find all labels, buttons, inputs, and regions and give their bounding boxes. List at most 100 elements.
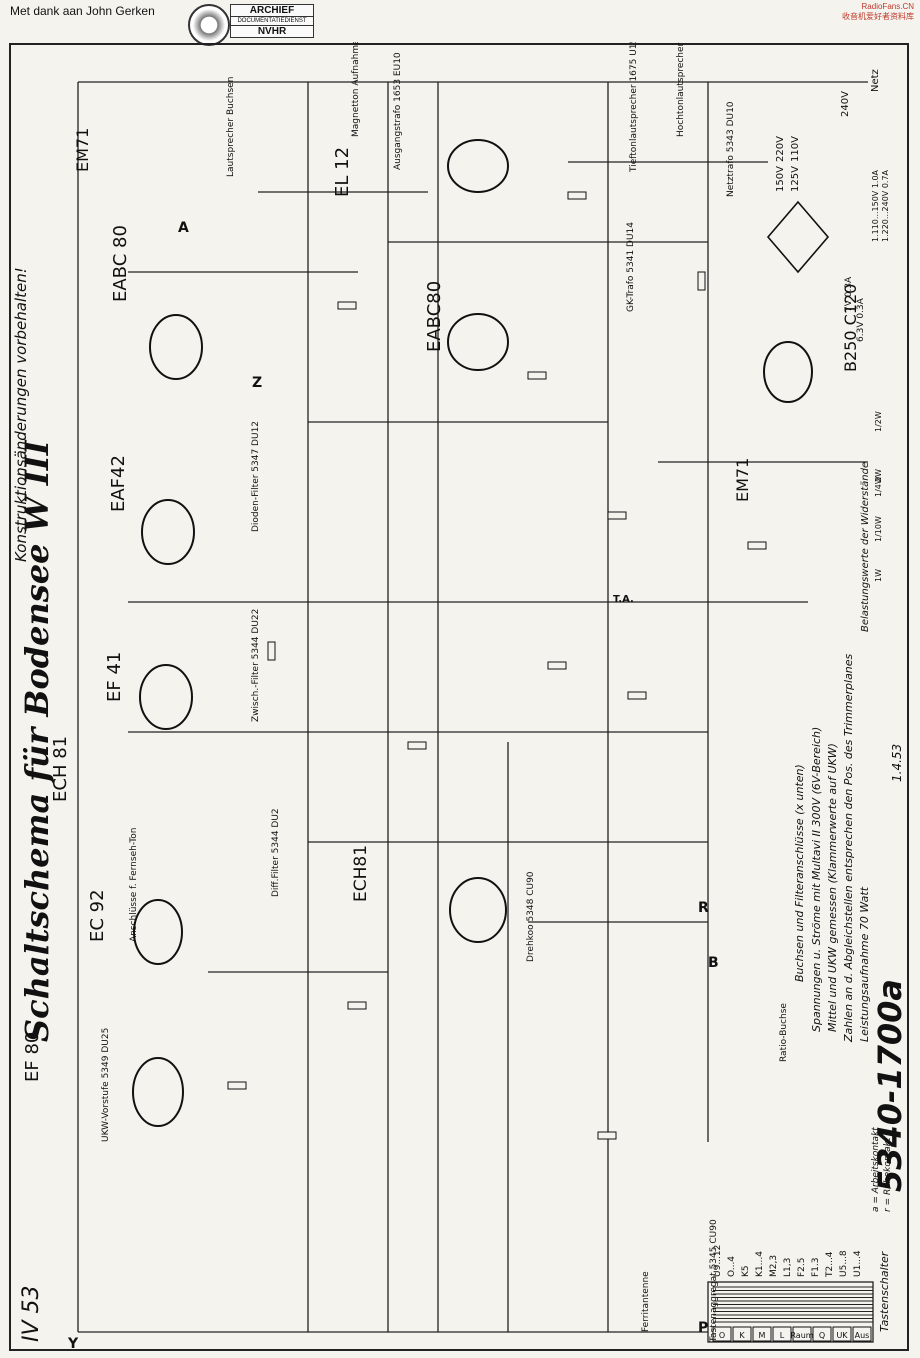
term-z: Z — [252, 375, 262, 391]
tube-label-el12: EL 12 — [332, 147, 353, 197]
note-hochton: Hochtonlautsprecher 5238 U8 — [676, 42, 686, 137]
key-button — [732, 1326, 752, 1342]
key-button — [812, 1326, 832, 1342]
tube-label-eabc80b: EABC80 — [424, 281, 445, 352]
note-diff-filter: Diff.Filter 5344 DU2 — [271, 808, 281, 897]
note-ferritantenne: Ferritantenne — [641, 1271, 651, 1332]
tube-label-eaf42: EAF42 — [108, 455, 129, 512]
resistor — [227, 1081, 247, 1090]
tasten-label: Tastenschalter — [878, 1250, 891, 1332]
watt-5: 2W — [874, 469, 883, 482]
note-tastenaggregat: Tastenaggregat 5345 CU90 — [709, 1219, 719, 1343]
mains-240: 240V — [840, 91, 851, 117]
tube-label-eabc80a: EABC 80 — [110, 225, 131, 302]
switch-row-label: M2,3 — [769, 1255, 779, 1277]
drawing-number: 5340-1700a — [871, 979, 909, 1192]
resistor — [337, 301, 357, 310]
rectifier-b250c120: B250 C120 — [766, 200, 860, 372]
mains-labels: Netz 240V 220V 150V 125V 110V 1.110...15… — [775, 69, 890, 342]
key-button-label: UK — [836, 1331, 848, 1340]
key-button — [852, 1326, 872, 1342]
resistor — [567, 191, 587, 200]
tube-em71: EM71 EM71 — [73, 128, 813, 502]
mains-150: 150V — [775, 166, 786, 192]
fuse-1: 1.110...150V 1.0A — [871, 169, 880, 242]
tube-ec92: EC 92 — [87, 889, 183, 965]
switch-row-label: K1...4 — [755, 1251, 765, 1277]
note-ukw-vorstufe: UKW-Vorstufe 5349 DU25 — [101, 1028, 111, 1142]
schematic-title: Schaltschema für Bodensee W III — [18, 439, 56, 1042]
note-dioden-filter: Dioden-Filter 5347 DU12 — [251, 421, 261, 532]
note-tiefton: Tieftonlautsprecher 1675 U15 — [629, 42, 639, 173]
note-zwisch-filter: Zwisch.-Filter 5344 DU22 — [251, 609, 261, 722]
resistor — [547, 661, 567, 670]
switch-row-label: T2...4 — [825, 1251, 835, 1278]
tube-eaf42: EAF42 — [108, 455, 195, 565]
site-name: RadioFans.CN — [861, 2, 914, 11]
key-button-label: Aus — [855, 1331, 870, 1340]
measurement-notes: Buchsen und Filteranschlüsse (x unten) S… — [793, 462, 893, 1332]
note-magnetton: Magnetton Aufnahme — [351, 42, 361, 137]
credit-text: Met dank aan John Gerken — [10, 4, 155, 18]
resistor — [697, 271, 706, 291]
rectifier-label: B250 C120 — [841, 284, 860, 372]
key-button — [752, 1326, 772, 1342]
schematic-diagram: EF 80 EC 92 ECH 81 ECH81 EF 41 EAF42 EAB… — [9, 2, 909, 1352]
tube-ech81: ECH 81 ECH81 — [50, 736, 507, 943]
archive-line-1: ARCHIEF — [231, 5, 313, 17]
site-sub: 收音机爱好者资料库 — [842, 12, 914, 21]
switch-row-label: F1.3 — [811, 1258, 821, 1278]
note-fernseh: Anschlüsse f. Fernseh-Ton — [129, 828, 139, 942]
key-button-label: Q — [819, 1331, 825, 1340]
tube-label-ech81a: ECH 81 — [50, 736, 71, 802]
mains-110: 110V — [790, 136, 801, 162]
resistor — [607, 511, 627, 520]
note-ausgangstrafo: Ausgangstrafo 1653 EU10 — [393, 52, 403, 170]
key-button — [772, 1326, 792, 1342]
resistor — [527, 371, 547, 380]
switch-row-label: U5...8 — [839, 1250, 849, 1277]
watt-1: 1/10W — [874, 516, 883, 542]
frame — [9, 43, 909, 1351]
archive-stamp: ARCHIEF DOCUMENTATIEDIENST NVHR — [188, 2, 318, 46]
resistor — [347, 1001, 367, 1010]
lamp-1: 7V 0.3A — [844, 276, 854, 312]
key-button-label: Raum — [790, 1331, 813, 1340]
lamp-2: 6.3V 0.3A — [856, 297, 866, 342]
archive-line-3: NVHR — [257, 26, 287, 37]
switch-row-label: K5 — [741, 1265, 751, 1277]
key-button — [832, 1326, 852, 1342]
key-button-label: O — [719, 1331, 725, 1340]
switch-row-label: O...4 — [727, 1256, 737, 1277]
resistor — [407, 741, 427, 750]
note-mittel: Mittel und UKW gemessen (Klammerwerte au… — [826, 743, 839, 1032]
switch-row-label: U9...12 — [713, 1245, 723, 1277]
archive-line-2: DOCUMENTATIEDIENST — [231, 17, 313, 26]
watt-3: 1/2W — [874, 411, 883, 432]
tube-eabc80-lower: EABC 80 — [110, 225, 203, 380]
switch-row-label: U1...4 — [853, 1250, 863, 1277]
watt-4: 1W — [874, 569, 883, 582]
switch-row-label: F2.5 — [797, 1258, 807, 1278]
tube-label-ech81b: ECH81 — [351, 845, 371, 902]
term-a: A — [178, 220, 189, 236]
tube-el12: EL 12 — [332, 139, 509, 197]
part-notes: Dioden-Filter 5347 DU12 Zwisch.-Filter 5… — [101, 2, 789, 1343]
resistor — [627, 691, 647, 700]
key-button-label: K — [739, 1331, 745, 1340]
tube-label-ec92: EC 92 — [87, 889, 108, 942]
term-b: B — [708, 955, 719, 971]
term-p: P — [698, 1320, 708, 1336]
seal-icon — [188, 4, 230, 46]
note-drehkoo: Drehkoo 5348 CU90 — [526, 871, 536, 962]
tasten-legend-a: a = Arbeitskontakt — [871, 1127, 881, 1212]
tube-ef80: EF 80 — [22, 1032, 184, 1127]
note-buchsen: Buchsen und Filteranschlüsse (x unten) — [793, 764, 806, 982]
mains-netz: Netz — [870, 69, 881, 92]
resistor — [597, 1131, 617, 1140]
schematic-sheet: EF 80 EC 92 ECH 81 ECH81 EF 41 EAF42 EAB… — [8, 2, 912, 1354]
tube-ef41: EF 41 — [104, 652, 193, 730]
mains-220: 220V — [775, 136, 786, 162]
note-leistung: Leistungsaufnahme 70 Watt — [858, 886, 871, 1042]
